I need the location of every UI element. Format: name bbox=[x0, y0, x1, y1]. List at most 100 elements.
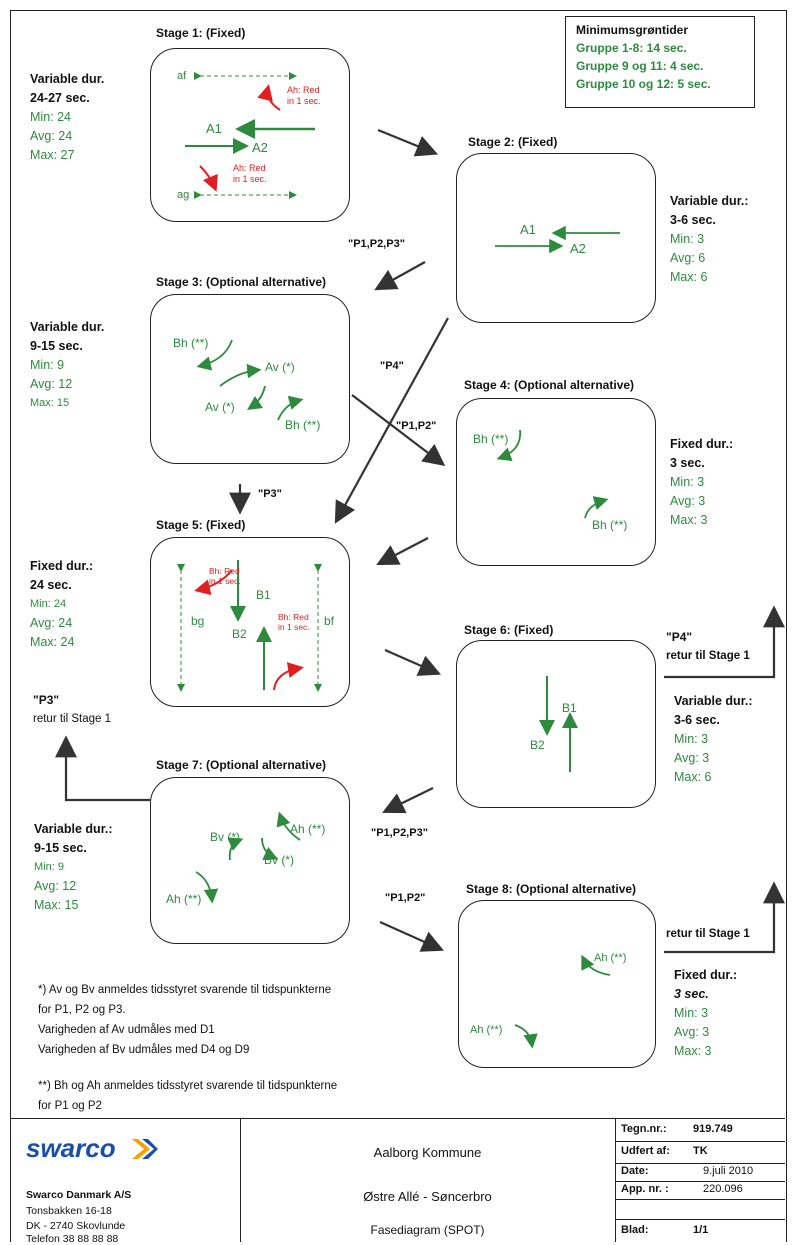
s8-ah-arrow-top bbox=[581, 954, 611, 976]
stage-6-max: Max: 6 bbox=[674, 770, 712, 784]
date-value: 9.juli 2010 bbox=[703, 1165, 754, 1177]
stage-1-title: Stage 1: (Fixed) bbox=[156, 26, 246, 40]
ah-red-bottom-in: in 1 sec. bbox=[233, 174, 267, 184]
blad-label: Blad: bbox=[621, 1224, 649, 1236]
udfert-value: TK bbox=[693, 1145, 708, 1157]
s7-label-bv-left: Bv (*) bbox=[210, 830, 240, 844]
stage-6-title: Stage 6: (Fixed) bbox=[464, 623, 554, 637]
stage-4-box bbox=[456, 398, 656, 566]
s4-bh-arrow-bottom bbox=[584, 496, 609, 519]
stage-7-info: Variable dur.: 9-15 sec. Min: 9 Avg: 12 … bbox=[34, 820, 113, 915]
stage-3-dur-range: 9-15 sec. bbox=[30, 339, 83, 353]
page-frame bbox=[10, 10, 787, 1242]
stage-3-dur-label: Variable dur. bbox=[30, 320, 105, 334]
arrow-s6-s7 bbox=[382, 787, 434, 814]
stage-1-min: Min: 24 bbox=[30, 110, 71, 124]
return-s8-text: retur til Stage 1 bbox=[666, 928, 750, 940]
stage-7-avg: Avg: 12 bbox=[34, 879, 77, 893]
stage-4-dur-label: Fixed dur.: bbox=[670, 437, 734, 451]
transition-label-p12-mid: "P1,P2" bbox=[396, 420, 437, 432]
s6-label-b1: B1 bbox=[562, 701, 577, 715]
return-s6-label: "P4" bbox=[666, 630, 693, 644]
stage-4-max: Max: 3 bbox=[670, 513, 708, 527]
stage-4-title: Stage 4: (Optional alternative) bbox=[464, 378, 635, 392]
stage-3-info: Variable dur. 9-15 sec. Min: 9 Avg: 12 M… bbox=[30, 318, 104, 413]
stage-4-avg: Avg: 3 bbox=[670, 494, 706, 508]
stage-2-avg: Avg: 6 bbox=[670, 251, 706, 265]
bh-red-bottom-text: Bh: Red bbox=[278, 612, 309, 622]
ah-red-top-text: Ah: Red bbox=[287, 85, 320, 95]
stage-5-dur-range: 24 sec. bbox=[30, 578, 72, 592]
stage-6-info: Variable dur.: 3-6 sec. Min: 3 Avg: 3 Ma… bbox=[674, 692, 753, 787]
stage-3-title: Stage 3: (Optional alternative) bbox=[156, 275, 327, 289]
stage-6-avg: Avg: 3 bbox=[674, 751, 710, 765]
stage-8-info: Fixed dur.: 3 sec. Min: 3 Avg: 3 Max: 3 bbox=[674, 966, 737, 1061]
stage-2-box bbox=[456, 153, 656, 323]
minimum-title: Minimumsgrøntider bbox=[576, 23, 689, 37]
arrow-return-s6 bbox=[664, 605, 785, 679]
tegn-value: 919.749 bbox=[693, 1123, 733, 1135]
stage-8-signals bbox=[514, 954, 611, 1049]
label-ag: ag bbox=[177, 189, 190, 201]
meta-row-udfert: Udfert af: TK bbox=[615, 1141, 785, 1164]
title-block: swarco Swarco Danmark A/S Tonsbakken 16-… bbox=[10, 1118, 785, 1245]
s8-ah-arrow-bottom bbox=[514, 1024, 538, 1049]
stage-8-min: Min: 3 bbox=[674, 1006, 709, 1020]
bh-red-arrow-top bbox=[194, 569, 233, 596]
s7-bv-arrow-right bbox=[261, 837, 279, 861]
s4-label-bh-bottom: Bh (**) bbox=[592, 518, 628, 532]
stage-5-min: Min: 24 bbox=[30, 598, 67, 610]
s7-bv-arrow-left bbox=[227, 837, 244, 861]
footnote-6: for P1 og P2 bbox=[38, 1100, 102, 1112]
footnote-4: Varigheden af Bv udmåles med D4 og D9 bbox=[38, 1044, 250, 1056]
return-s6-text: retur til Stage 1 bbox=[666, 650, 750, 662]
site-name: Østre Allé - Søncerbro bbox=[363, 1189, 492, 1204]
arrow-s5-s6 bbox=[384, 648, 442, 676]
title-block-project: Aalborg Kommune Østre Allé - Søncerbro F… bbox=[240, 1119, 616, 1242]
stage-7-dur-label: Variable dur.: bbox=[34, 822, 113, 836]
udfert-label: Udfert af: bbox=[621, 1145, 670, 1157]
stage-2-dur-range: 3-6 sec. bbox=[670, 213, 716, 227]
meta-row-blad: Blad:1/1 bbox=[615, 1219, 785, 1242]
av-arrow-top bbox=[219, 363, 262, 387]
stage-2-min: Min: 3 bbox=[670, 232, 705, 246]
transition-arrows bbox=[55, 128, 785, 954]
stage-5-dur-label: Fixed dur.: bbox=[30, 559, 94, 573]
stage-3-avg: Avg: 12 bbox=[30, 377, 73, 391]
stage-7-signals bbox=[195, 811, 301, 904]
stage-7-box bbox=[150, 777, 350, 944]
footnote-3: Varigheden af Av udmåles med D1 bbox=[38, 1024, 215, 1036]
ah-red-bottom-text: Ah: Red bbox=[233, 163, 266, 173]
s8-label-ah-bottom: Ah (**) bbox=[470, 1024, 503, 1036]
stage-8-title: Stage 8: (Optional alternative) bbox=[466, 882, 637, 896]
s5-label-bf: bf bbox=[324, 614, 335, 628]
stage-5-box bbox=[150, 537, 350, 707]
s6-label-b2: B2 bbox=[530, 738, 545, 752]
title-block-company: swarco Swarco Danmark A/S Tonsbakken 16-… bbox=[10, 1119, 241, 1245]
stage-1-max: Max: 27 bbox=[30, 148, 75, 162]
client-name: Aalborg Kommune bbox=[373, 1145, 482, 1160]
stage-1-signals bbox=[185, 72, 315, 199]
stage-2-signals bbox=[495, 225, 620, 254]
label-a2: A2 bbox=[252, 140, 268, 155]
av-arrow-bottom bbox=[247, 385, 266, 410]
meta-row-date: Date:9.juli 2010 bbox=[615, 1163, 785, 1182]
label-af: af bbox=[177, 70, 187, 82]
s3-label-bh: Bh (**) bbox=[173, 336, 209, 350]
ah-red-arrow-top bbox=[257, 84, 281, 111]
company-address-1: Tonsbakken 16-18 bbox=[26, 1205, 112, 1217]
stage-6-dur-range: 3-6 sec. bbox=[674, 713, 720, 727]
stage-8-dur-range: 3 sec. bbox=[674, 987, 709, 1001]
stage-1-avg: Avg: 24 bbox=[30, 129, 73, 143]
return-s7-text: retur til Stage 1 bbox=[33, 713, 111, 725]
stage-1-info: Variable dur. 24-27 sec. Min: 24 Avg: 24… bbox=[30, 70, 104, 165]
s7-label-ah-bottom: Ah (**) bbox=[166, 892, 202, 906]
ah-red-top-in: in 1 sec. bbox=[287, 96, 321, 106]
arrow-return-s7 bbox=[55, 735, 150, 802]
arrow-s7-s8 bbox=[379, 920, 445, 952]
company-name: Swarco Danmark A/S bbox=[26, 1189, 132, 1201]
stage-4-signals bbox=[496, 429, 609, 519]
